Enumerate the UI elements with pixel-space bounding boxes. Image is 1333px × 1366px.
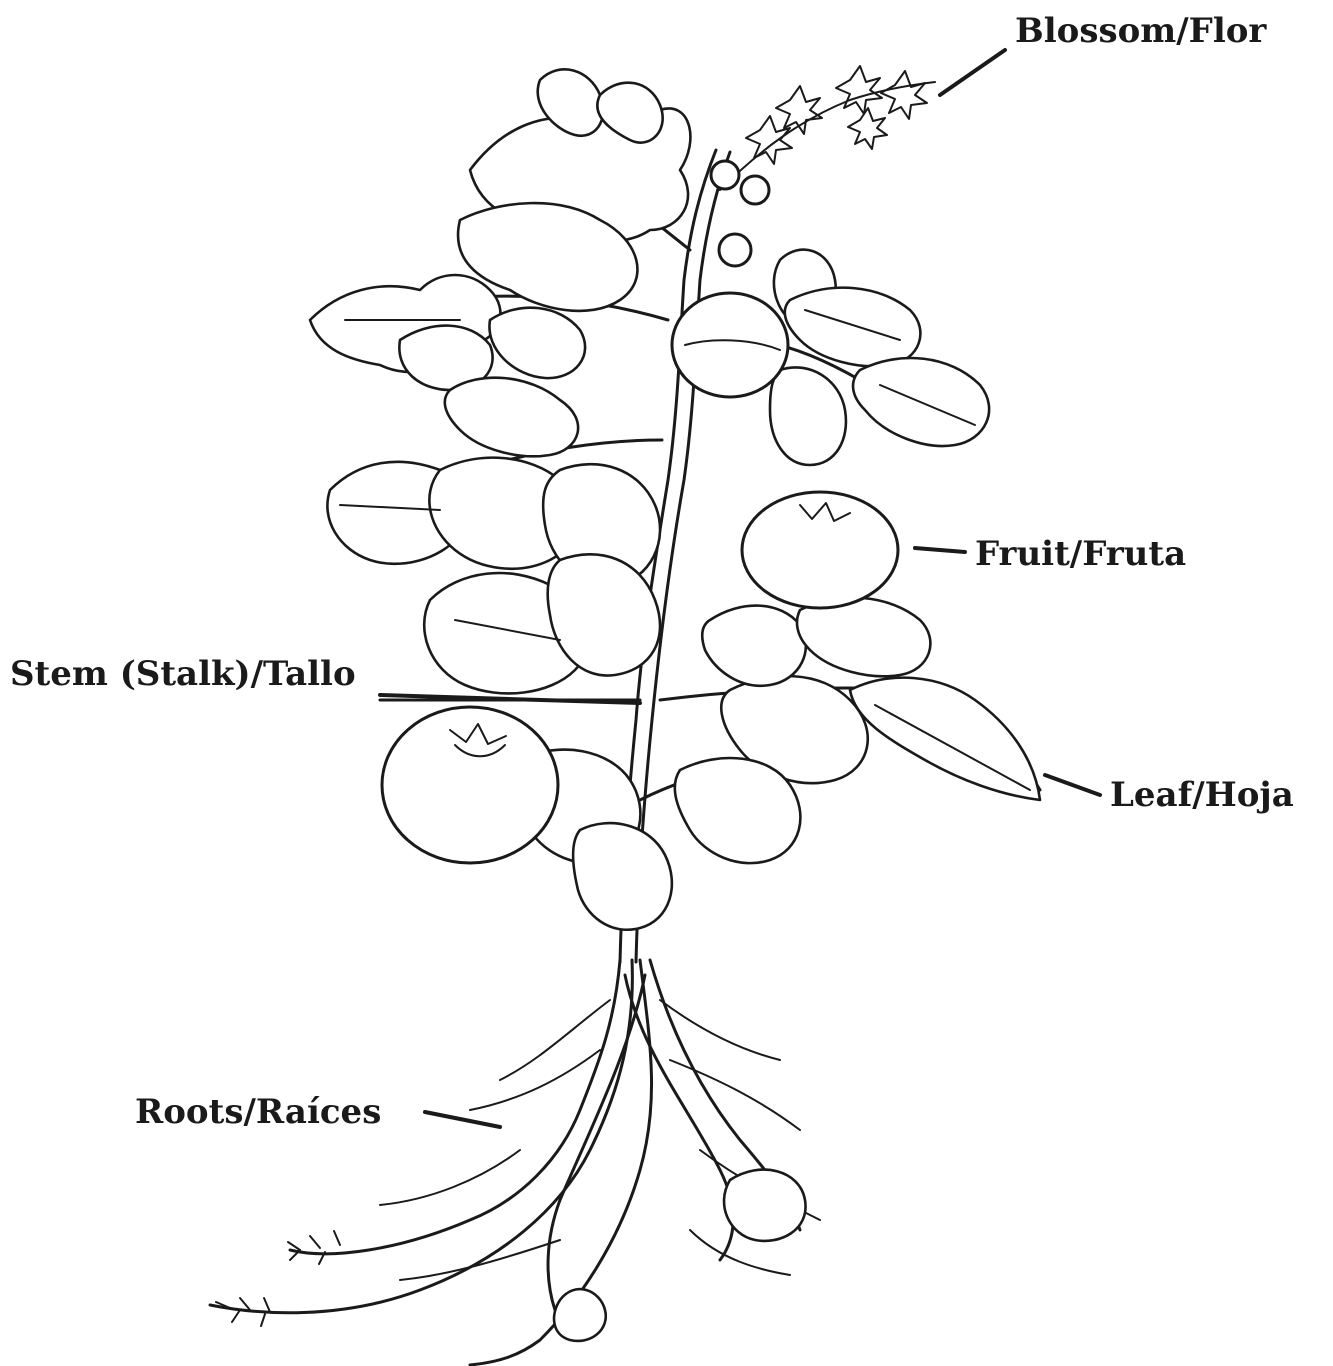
- blossom-leader: [940, 50, 1005, 95]
- leaf-label: Leaf/Hoja: [1110, 775, 1294, 815]
- stem-label: Stem (Stalk)/Tallo: [10, 654, 356, 694]
- leaf-leader: [1045, 775, 1100, 795]
- roots-illustration: [210, 960, 820, 1365]
- fruit-label: Fruit/Fruta: [975, 534, 1186, 574]
- roots-leader: [425, 1112, 500, 1127]
- blossoms-illustration: [746, 66, 927, 164]
- fruit-leader: [915, 548, 965, 552]
- blossom-label: Blossom/Flor: [1015, 11, 1267, 51]
- roots-label: Roots/Raíces: [135, 1092, 381, 1132]
